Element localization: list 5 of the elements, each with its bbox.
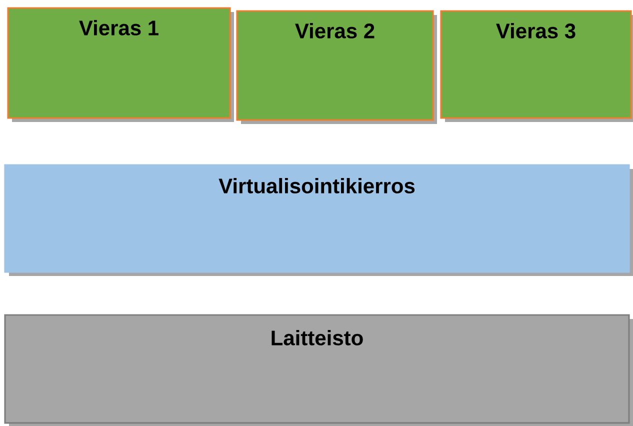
layer-box: Vieras 1 [7,7,231,119]
layer-box: Vieras 2 [236,10,434,121]
layer-box: Vieras 3 [440,10,632,119]
layer-box: Laitteisto [4,314,630,424]
layer-box: Virtualisointikierros [4,164,630,273]
